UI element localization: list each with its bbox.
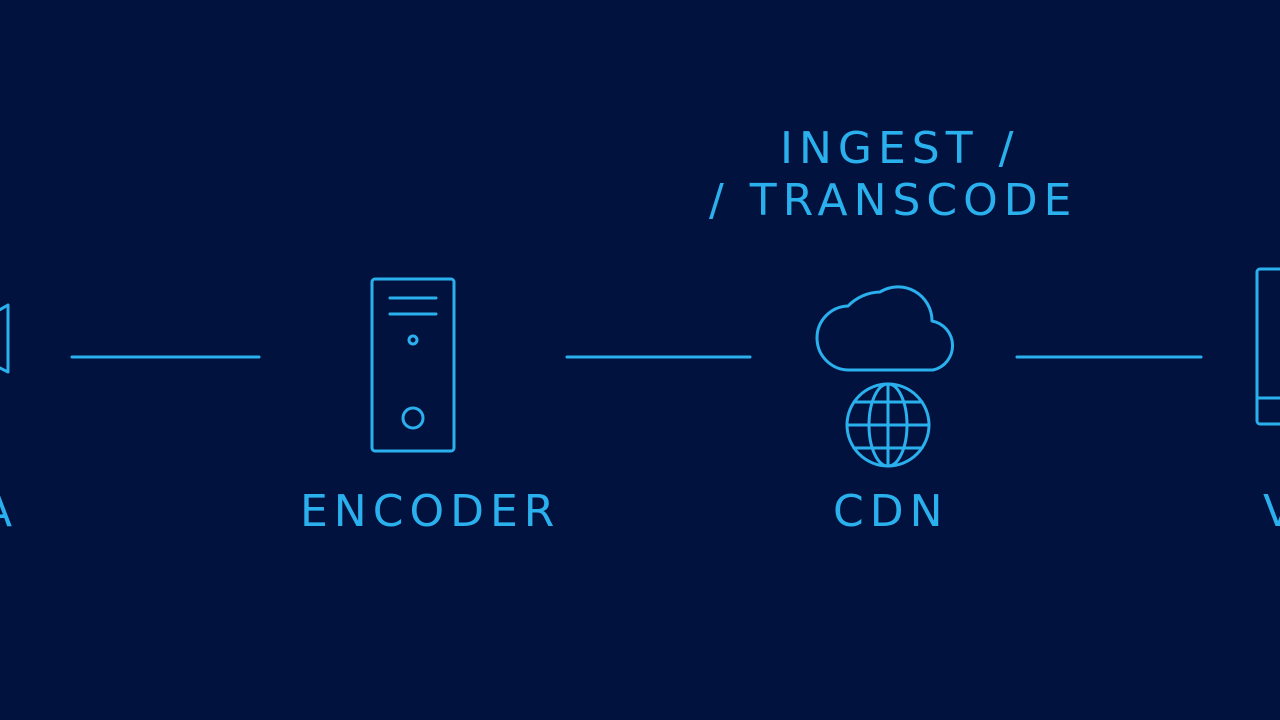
encoder-label: ENCODER	[300, 486, 561, 537]
globe-icon	[845, 382, 931, 468]
left-node-label: A	[0, 490, 18, 534]
cdn-annotation-line-1: INGEST /	[780, 123, 1020, 174]
right-node-label: V	[1263, 490, 1280, 534]
cdn-label: CDN	[833, 486, 949, 537]
display-device-icon	[1255, 267, 1280, 426]
cdn-annotation-line-2: / TRANSCODE	[709, 175, 1078, 226]
cloud-icon	[815, 285, 955, 372]
camera-icon	[0, 303, 10, 374]
server-tower-icon	[370, 277, 456, 453]
